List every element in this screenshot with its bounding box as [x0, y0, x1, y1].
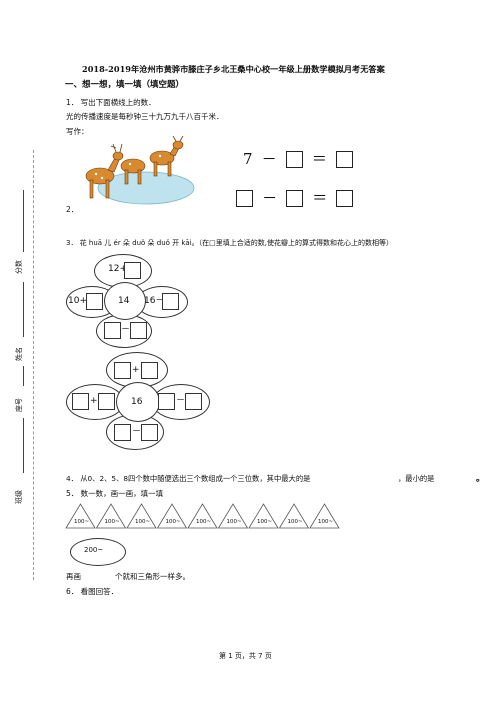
page-footer: 第 1 页，共 7 页 — [219, 652, 272, 660]
q4-end-mark: 。 — [476, 474, 486, 484]
deer-pond-illustration — [85, 136, 195, 205]
flower2-left-box-1[interactable] — [72, 393, 89, 410]
flower2-top-box-1[interactable] — [114, 362, 131, 379]
flower2-bottom-op: － — [132, 427, 142, 437]
q5-line-start: 再画 — [66, 572, 81, 581]
flower2-right-box-2[interactable] — [185, 393, 202, 410]
class-underline — [23, 418, 24, 473]
flower1-bottom-box-1[interactable] — [104, 322, 121, 339]
flower1-center — [104, 282, 146, 320]
triangle-shape — [278, 503, 310, 529]
q2-eq2-answer-box-3[interactable] — [336, 190, 354, 207]
triangle-shape — [217, 503, 249, 529]
triangle-label: 100~ — [74, 519, 90, 525]
flower2-bottom-box-1[interactable] — [114, 424, 131, 441]
q2-equation-2: － ＝ — [236, 187, 354, 207]
q2-eq1-equals: ＝ — [311, 150, 327, 168]
q2-eq2-equals: ＝ — [312, 189, 328, 207]
triangle-label: 100~ — [318, 519, 334, 525]
flower1-right-expr: 16－ — [144, 296, 165, 306]
q2-eq1-answer-box-2[interactable] — [335, 151, 353, 168]
oval-label: 200~ — [84, 546, 104, 554]
triangle-row-svg — [65, 503, 340, 529]
name-underline — [23, 282, 24, 337]
flower1-bottom-op: － — [121, 325, 131, 335]
q2-eq1-minus: － — [261, 150, 277, 168]
triangle-label: 100~ — [135, 519, 151, 525]
flower1-top-box[interactable] — [124, 262, 141, 279]
page-title: 2018-2019年沧州市黄骅市滕庄子乡北王桑中心校一年级上册数学模拟月考无答案 — [82, 64, 385, 74]
q4-prompt: 4． 从0、2、5、8四个数中随便选出三个数组成一个三位数，其中最大的是 — [66, 474, 311, 483]
q2-eq1-answer-box-1[interactable] — [285, 151, 303, 168]
flower2-left-box-2[interactable] — [98, 393, 115, 410]
triangle-shape — [156, 503, 188, 529]
triangle-shape — [126, 503, 157, 529]
flower1-right-box[interactable] — [162, 293, 179, 310]
triangle-label: 100~ — [196, 519, 212, 525]
triangle-label: 100~ — [287, 519, 303, 525]
flower1-center-number: 14 — [118, 296, 130, 306]
flower1-bottom-box-2[interactable] — [130, 322, 147, 339]
triangle-label: 100~ — [257, 519, 273, 525]
q5-prompt: 5． 数一数，画一画，填一填 — [66, 489, 164, 498]
score-underline — [23, 190, 24, 252]
triangle-label: 100~ — [104, 519, 120, 525]
oval-shape — [70, 538, 126, 566]
flower2-right-box-1[interactable] — [158, 393, 175, 410]
flower2-bottom-box-2[interactable] — [141, 424, 158, 441]
flower2-top-box-2[interactable] — [141, 362, 158, 379]
flower2-left-op: + — [90, 396, 98, 406]
seat-underline — [23, 366, 24, 386]
triangle-label: 100~ — [226, 519, 242, 525]
sidebar-class-label: 班级 — [15, 490, 23, 504]
q2-eq1-number: 7 — [243, 150, 253, 168]
q2-eq2-minus: － — [262, 189, 278, 207]
binding-dashed-line — [33, 150, 34, 580]
q1-prompt: 1． 写出下面横线上的数． — [66, 98, 156, 107]
triangle-shape — [95, 503, 127, 529]
sidebar-name-label: 姓名 — [15, 347, 23, 361]
q6-prompt: 6． 看图回答． — [66, 587, 119, 596]
q5-line-end: 个就和三角形一样多。 — [115, 572, 190, 581]
flower1-left-box[interactable] — [86, 293, 103, 310]
q2-eq2-answer-box-2[interactable] — [286, 190, 304, 207]
flower2-center-number: 16 — [131, 397, 143, 407]
q1-write-label: 写作： — [66, 127, 89, 136]
section-heading: 一、想一想，填一填（填空题） — [65, 80, 185, 90]
q3-prompt: 3． 花 huā 儿 ér 朵 duǒ 朵 duǒ 开 kāi。（在□里填上合适… — [66, 239, 394, 247]
q2-number: 2． — [66, 205, 79, 214]
triangle-shape — [65, 503, 96, 529]
q2-eq2-answer-box-1[interactable] — [236, 190, 253, 207]
flower2-right-op: － — [176, 396, 186, 406]
flower2-top-op: + — [132, 365, 140, 375]
q1-sentence: 光的传播速度是每秒钟三十九万九千八百千米． — [66, 112, 224, 121]
q2-equation-1: 7 － ＝ — [243, 148, 353, 168]
triangle-shape — [187, 503, 218, 529]
flower1-left-expr: 10+ — [68, 296, 87, 306]
triangle-label: 100~ — [165, 519, 181, 525]
q5-answer-line: 再画 个就和三角形一样多。 — [66, 572, 190, 582]
sidebar-score-label: 分数 — [15, 260, 23, 274]
triangle-shape — [309, 503, 340, 529]
q4-smallest-label: ，最小的是 — [398, 474, 435, 483]
sidebar-seat-label: 座号 — [15, 398, 23, 412]
triangle-shape — [248, 503, 279, 529]
flower1-top-expr: 12+ — [108, 264, 127, 274]
